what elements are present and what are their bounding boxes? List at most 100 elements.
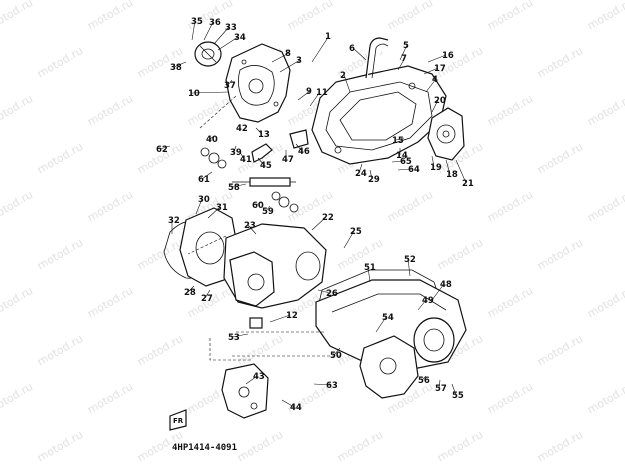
callout-63: 63: [326, 381, 338, 391]
callout-60: 60: [252, 201, 264, 211]
callout-leader-57: [438, 379, 441, 389]
watermark-text: motod.ru: [485, 188, 535, 224]
callout-leader-5: [399, 44, 408, 61]
watermark-text: motod.ru: [0, 380, 35, 416]
watermark-text: motod.ru: [135, 332, 185, 368]
watermark-text: motod.ru: [0, 0, 35, 33]
callout-leader-48: [431, 283, 445, 301]
callout-leader-30: [195, 198, 203, 215]
watermark-text: motod.ru: [85, 188, 135, 224]
callout-3: 3: [296, 56, 302, 66]
callout-16: 16: [442, 51, 454, 61]
callout-leader-51: [367, 266, 371, 283]
assembly-lines: [187, 95, 340, 361]
callout-40: 40: [206, 135, 218, 145]
callout-34: 34: [234, 33, 246, 43]
watermark-text: motod.ru: [35, 236, 85, 272]
callout-25: 25: [350, 227, 362, 237]
callout-56: 56: [418, 376, 430, 386]
crankcase-cover-plate: [427, 107, 465, 161]
callout-6: 6: [349, 44, 355, 54]
watermark-text: motod.ru: [535, 44, 585, 80]
callout-leader-27: [204, 289, 211, 299]
callout-42: 42: [236, 124, 248, 134]
callout-leader-43: [245, 375, 258, 385]
callout-leader-49: [417, 299, 427, 311]
watermark-text: motod.ru: [335, 236, 385, 272]
callout-20: 20: [434, 96, 446, 106]
watermark-text: motod.ru: [435, 428, 485, 464]
callout-30: 30: [198, 195, 210, 205]
callout-7: 7: [401, 54, 407, 64]
crankcase-right-half: [311, 65, 447, 165]
callout-leader-65: [391, 160, 405, 163]
crankshaft-axis: [200, 147, 299, 213]
callout-9: 9: [306, 87, 312, 97]
callout-leader-58: [231, 183, 247, 188]
callout-leader-23: [247, 224, 257, 235]
callout-27: 27: [201, 294, 213, 304]
watermark-text: motod.ru: [435, 44, 485, 80]
callout-leader-41: [239, 151, 245, 160]
callout-leader-40: [209, 135, 215, 140]
callout-8: 8: [285, 49, 291, 59]
callout-52: 52: [404, 255, 416, 265]
watermark-text: motod.ru: [385, 0, 435, 33]
callout-leader-20: [431, 99, 439, 113]
callout-leader-15: [395, 137, 405, 141]
callout-leader-53: [231, 333, 249, 338]
callout-leader-13: [255, 127, 263, 135]
watermark-text: motod.ru: [535, 428, 585, 464]
kick-lever-housing: [359, 335, 419, 399]
callout-29: 29: [368, 175, 380, 185]
watermark-text: motod.ru: [235, 332, 285, 368]
callout-leader-61: [201, 171, 213, 180]
watermark-text: motod.ru: [35, 140, 85, 176]
crankcase-cover-center: [223, 223, 327, 309]
callout-41: 41: [240, 155, 252, 165]
callout-19: 19: [430, 163, 442, 173]
callout-leader-60: [255, 201, 263, 206]
callout-leader-2: [343, 74, 351, 93]
watermark-text: motod.ru: [485, 380, 535, 416]
watermark-text: motod.ru: [435, 236, 485, 272]
front-direction-marker: FR: [169, 409, 187, 431]
callout-leader-31: [207, 206, 221, 219]
callout-38: 38: [170, 63, 182, 73]
callout-leader-21: [455, 159, 467, 184]
callout-leader-46: [295, 143, 303, 152]
callout-48: 48: [440, 280, 452, 290]
watermark-text: motod.ru: [535, 236, 585, 272]
callout-44: 44: [290, 403, 302, 413]
callout-leader-10: [191, 91, 229, 94]
callout-31: 31: [216, 203, 228, 213]
callout-leader-45: [257, 157, 265, 166]
callout-11: 11: [316, 88, 328, 98]
watermark-text: motod.ru: [585, 284, 625, 320]
callout-leader-22: [311, 216, 327, 231]
callout-55: 55: [452, 391, 464, 401]
callout-58: 58: [228, 183, 240, 193]
watermark-text: motod.ru: [35, 332, 85, 368]
outer-belt-cover: [315, 279, 467, 371]
callout-leader-28: [187, 285, 195, 293]
figure-code: 4HP1414-4091: [172, 443, 237, 453]
callout-26: 26: [326, 289, 338, 299]
callout-leader-34: [217, 36, 239, 51]
callout-leader-55: [451, 383, 457, 396]
callout-33: 33: [225, 23, 237, 33]
callout-leader-44: [281, 399, 295, 408]
callout-leader-12: [269, 314, 291, 323]
callout-24: 24: [355, 169, 367, 179]
callout-leader-64: [397, 168, 413, 171]
watermark-text: motod.ru: [585, 380, 625, 416]
watermark-text: motod.ru: [85, 92, 135, 128]
callout-leader-59: [265, 205, 271, 212]
callout-leader-3: [279, 59, 301, 73]
watermark-text: motod.ru: [385, 188, 435, 224]
callout-23: 23: [244, 221, 256, 231]
watermark-text: motod.ru: [0, 92, 35, 128]
callout-28: 28: [184, 288, 196, 298]
